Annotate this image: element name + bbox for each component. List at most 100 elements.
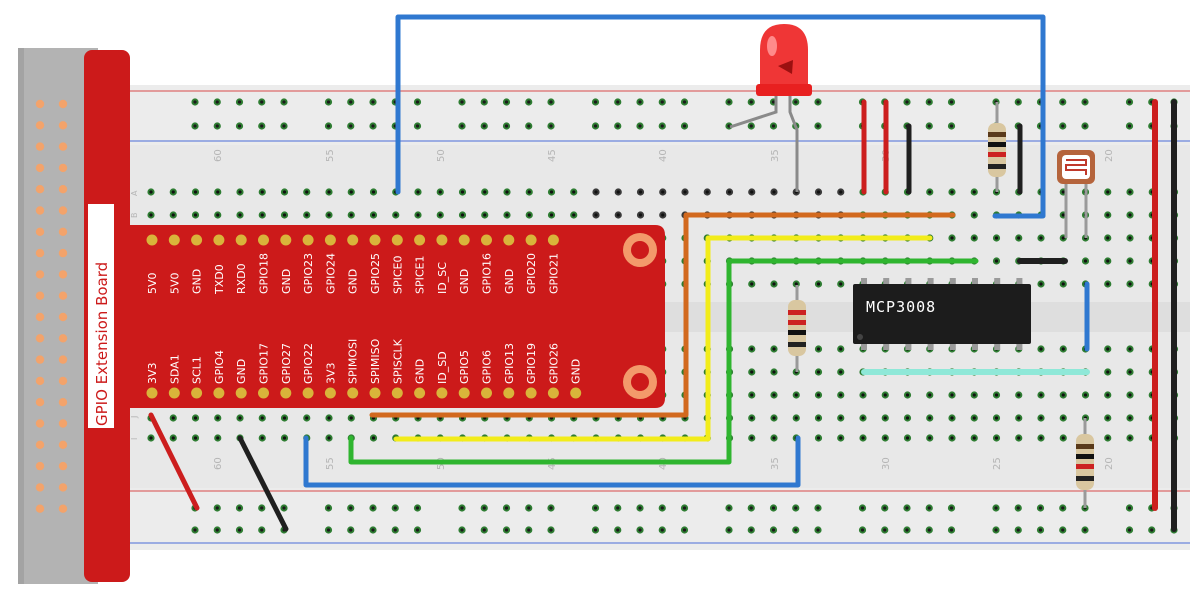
rail-hole-center [482,528,486,532]
rail-hole-center [860,528,865,532]
rail-hole-center [237,100,242,104]
rail-hole-center [660,124,664,128]
terminal-hole-center [1106,236,1110,240]
terminal-hole-center [638,190,643,194]
header-pin [58,185,68,194]
top-pin [347,234,359,246]
terminal-hole-center [772,416,776,420]
column-number-top: 60 [213,149,224,162]
terminal-hole-center [260,213,264,217]
column-number-top: 40 [658,149,669,162]
bottom-pin-label: GPIO13 [503,343,516,384]
terminal-hole-center [216,416,220,420]
terminal-hole-center [750,347,754,351]
chip-leg-bottom [949,344,956,350]
rail-hole-center [549,124,553,128]
rail-hole-center [616,100,620,104]
rail-hole-center [660,506,664,510]
header-pin [58,504,68,513]
header-pin [35,121,45,130]
terminal-hole-center [839,393,843,397]
terminal-hole-center [327,213,331,217]
top-pin-label: GPIO21 [547,253,560,294]
chip-leg-bottom [883,344,890,350]
rail-hole-center [616,528,620,532]
terminal-hole-center [438,190,442,194]
rail-hole-center [415,124,420,128]
terminal-hole-center [1083,259,1088,263]
row-letters: A B J I [130,190,139,440]
header-pin [35,376,45,386]
chip-notch [857,334,863,340]
rail-hole-center [260,528,264,532]
top-pin-label: RXD0 [235,263,248,294]
terminal-hole-center [349,416,353,420]
terminal-hole-center [972,213,976,217]
photoresistor-track [1065,159,1087,175]
bottom-pin [191,387,203,399]
terminal-hole-center [260,416,264,420]
chip-leg-bottom [1016,344,1023,350]
rail-hole-center [1061,100,1065,104]
terminal-hole-center [772,282,776,286]
terminal-hole-center [1017,236,1021,240]
row-letter-i: I [130,438,139,440]
terminal-hole-center [1039,416,1043,420]
rail-hole-center [794,528,798,532]
bottom-pin [347,387,359,399]
rail-hole-center [482,100,486,104]
terminal-hole-center [460,190,465,194]
rail-hole-center [593,528,598,532]
rail-hole-center [727,528,731,532]
bottom-pin-label: SPISCLK [391,338,404,384]
terminal-hole-center [238,190,242,194]
terminal-hole-center [683,190,687,194]
terminal-hole-center [928,190,932,194]
header-pin [58,163,68,173]
rail-hole-center [282,506,286,510]
terminal-hole-center [416,213,420,217]
bottom-pin-label: GPIO27 [280,343,293,384]
terminal-hole-center [883,436,887,440]
rail-hole-center [727,124,731,128]
resistor-middle-band-4 [788,342,806,347]
terminal-hole-center [750,393,754,397]
terminal-hole-center [816,282,821,286]
terminal-hole-center [1039,282,1043,286]
column-number-top: 45 [547,149,558,162]
resistor-middle [788,285,806,372]
rail-hole-center [549,528,553,532]
rail-hole-center [215,506,219,510]
header-pin [35,163,45,173]
header-pin [35,334,45,343]
header-pin [35,185,45,194]
terminal-hole-center [460,213,465,217]
terminal-hole-center [794,416,798,420]
terminal-hole-center [1106,436,1110,440]
terminal-hole-center [972,436,976,440]
column-number-top: 20 [1104,149,1115,162]
terminal-hole-center [171,436,175,440]
terminal-hole-center [972,236,976,240]
top-pin [191,234,203,246]
rail-hole-center [927,100,931,104]
resistor-middle-band-1 [788,310,806,315]
terminal-hole-center [193,190,198,194]
rail-hole-center [860,506,865,510]
wire-blue-top [395,14,1046,219]
chip-leg-bottom [972,344,978,350]
terminal-hole-center [327,190,331,194]
top-pin [481,234,492,246]
terminal-hole-center [1017,416,1021,420]
terminal-hole-center [505,213,509,217]
header-pin [58,248,68,258]
rail-hole-center [349,528,353,532]
rail-hole-center [727,506,731,510]
rail-hole-center [749,506,753,510]
header-pin [58,440,68,449]
rail-hole-center [816,506,820,510]
header-pin [58,99,68,109]
